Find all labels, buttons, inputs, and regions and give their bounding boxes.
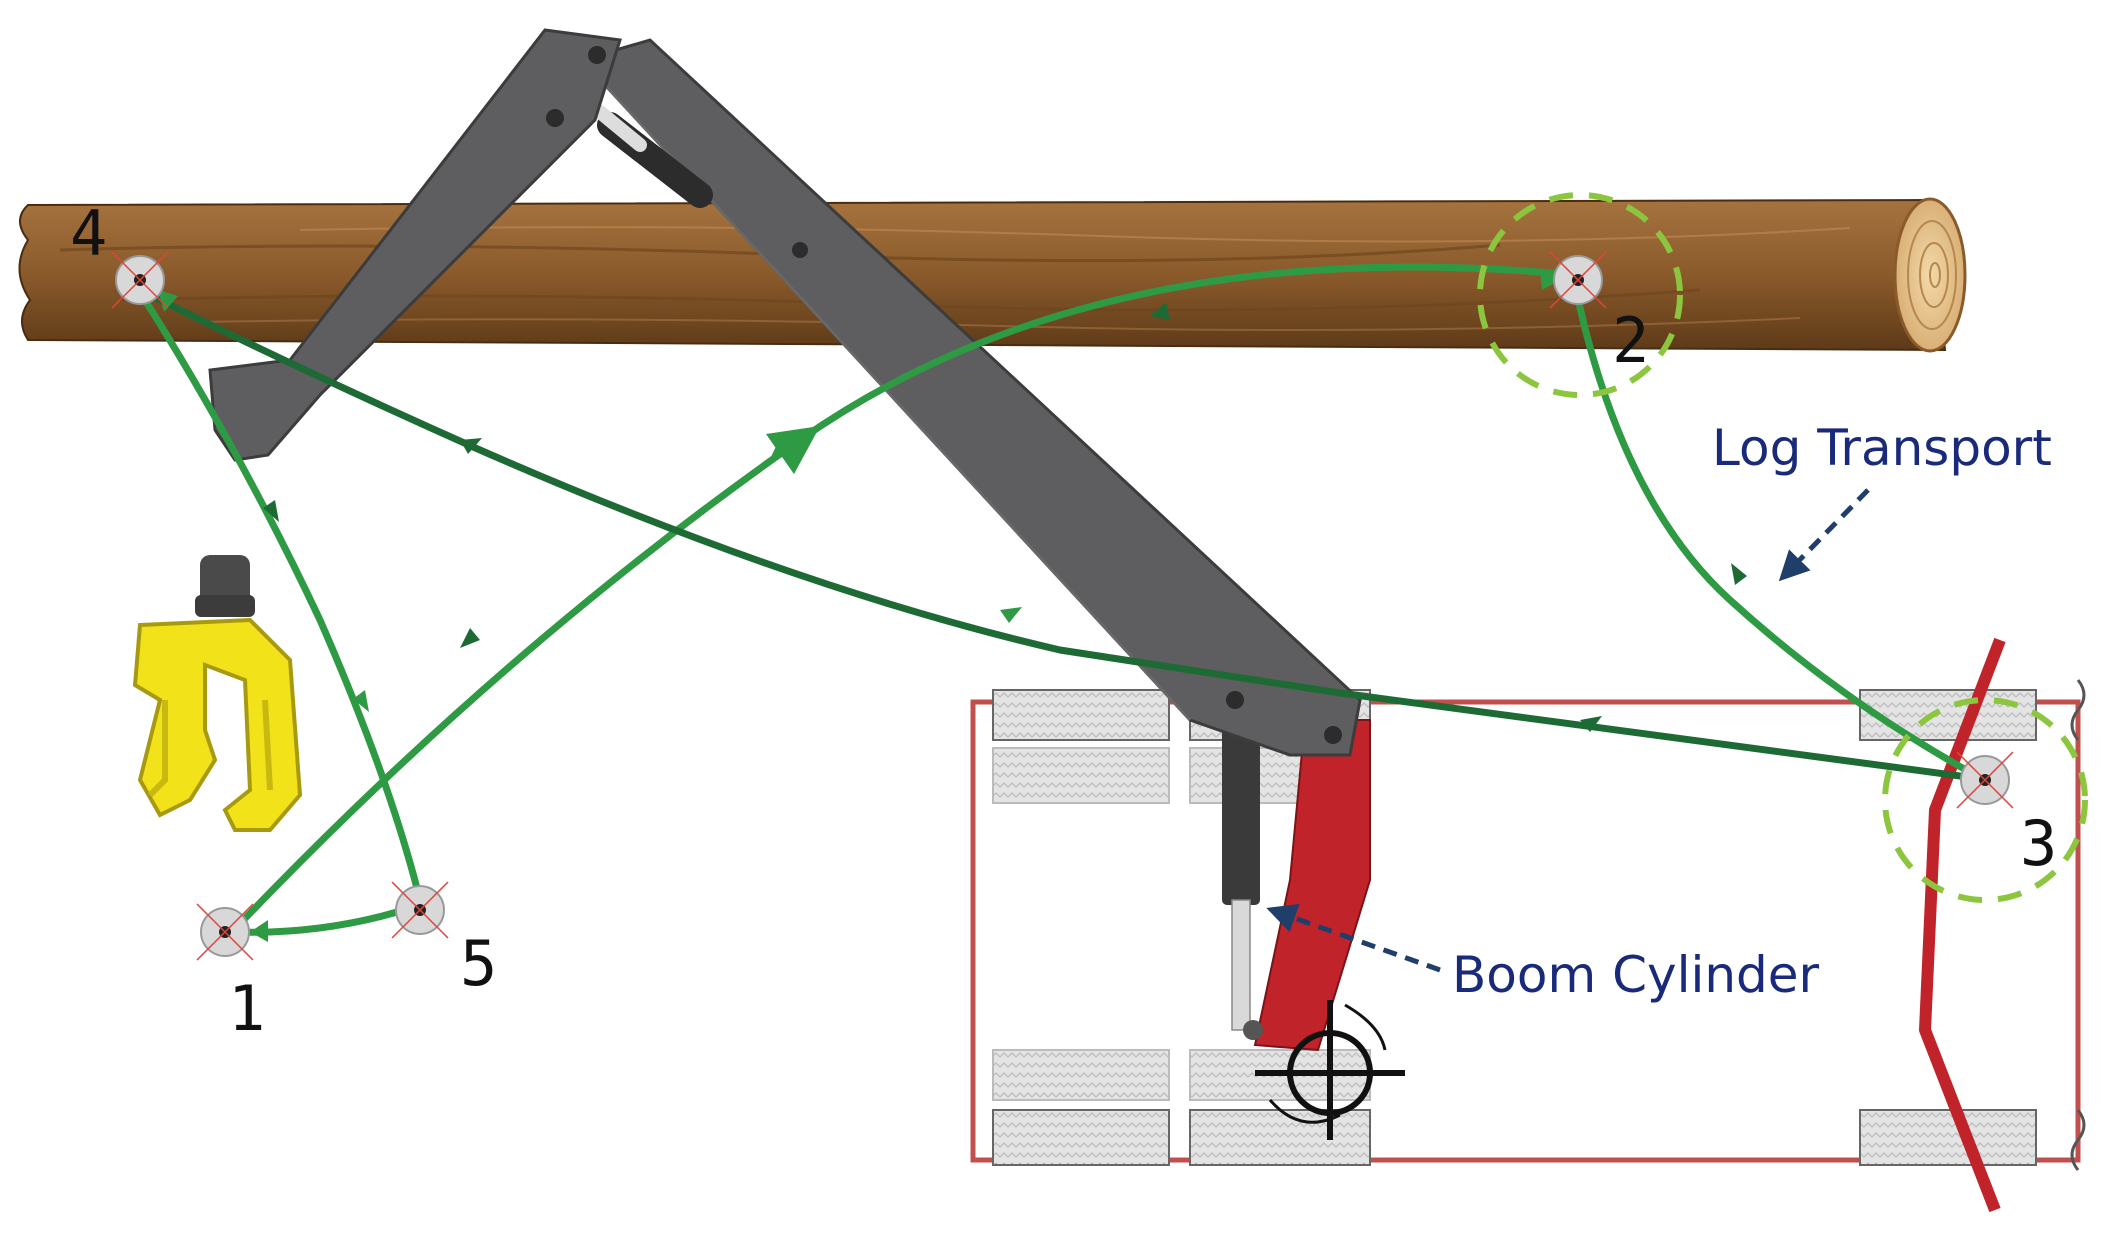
waypoint-label-3: 3 <box>2020 807 2057 880</box>
waypoint-2: 2 <box>1549 251 1649 377</box>
waypoint-4: 4 <box>70 197 169 309</box>
waypoint-5: 5 <box>391 881 497 1000</box>
path-2-to-3 <box>1571 281 1979 779</box>
crane <box>132 28 1371 1052</box>
target-ring-3 <box>1882 697 2088 903</box>
log <box>18 197 1967 353</box>
jib <box>208 28 622 462</box>
stanchion <box>1919 637 2006 1213</box>
target-ring-2 <box>1477 192 1683 398</box>
main-boom <box>579 38 1362 757</box>
slew-rotation-icon <box>1255 1000 1405 1140</box>
waypoint-1: 1 <box>196 903 265 1045</box>
callout-boom-cylinder-text: Boom Cylinder <box>1452 946 1820 1004</box>
crane-pillar <box>1253 719 1371 1052</box>
trailer-frame <box>970 699 2081 1163</box>
callout-log-transport-text: Log Transport <box>1712 419 2052 477</box>
waypoint-label-2: 2 <box>1612 304 1649 377</box>
boom-cylinder-body <box>1222 725 1260 905</box>
waypoint-label-4: 4 <box>70 197 107 270</box>
waypoint-label-1: 1 <box>228 972 265 1045</box>
path-3-to-4 <box>136 286 1979 782</box>
path-network <box>136 263 1979 942</box>
callout-log-transport: Log Transport <box>1712 419 2052 582</box>
boom-cylinder-rod <box>1231 899 1251 1031</box>
bunk-blocks <box>992 689 2037 1166</box>
path-arrows <box>158 270 1747 942</box>
callout-boom-cylinder: Boom Cylinder <box>1266 903 1820 1004</box>
waypoint-label-5: 5 <box>460 927 497 1000</box>
grapple <box>132 617 303 832</box>
waypoint-3: 3 <box>1956 751 2057 880</box>
trailer <box>970 637 2086 1213</box>
path-1-to-2 <box>228 263 1579 936</box>
path-4-to-5 <box>136 288 424 904</box>
